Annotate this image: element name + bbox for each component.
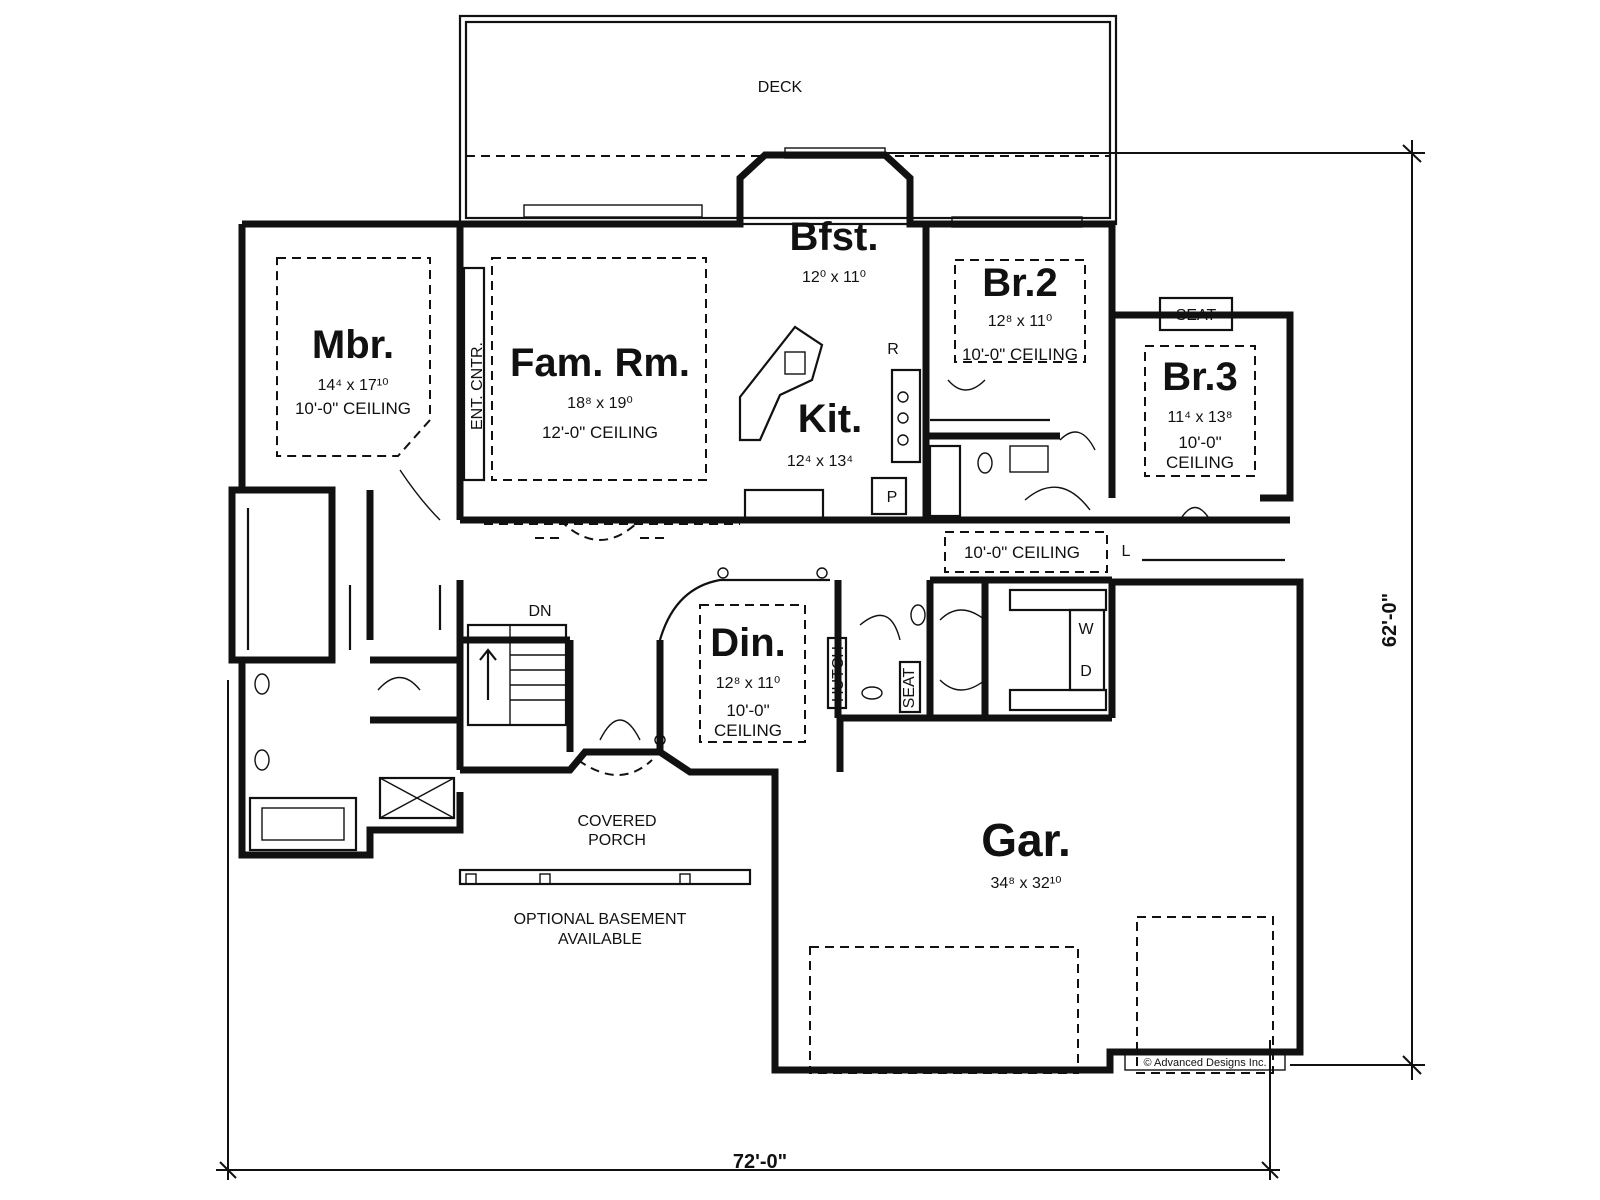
br3-name: Br.3 (1162, 355, 1238, 399)
gar-size: 34⁸ x 32¹⁰ (991, 875, 1062, 892)
din-ceiling-line1: 10'-0" (726, 701, 769, 720)
deck: DECK (458, 14, 1118, 226)
br2-size: 12⁸ x 11⁰ (988, 313, 1052, 330)
kit-size: 12⁴ x 13⁴ (787, 453, 853, 470)
br2-ceiling: 10'-0" CEILING (962, 345, 1078, 364)
porch-line2: PORCH (588, 832, 646, 849)
kit-name: Kit. (798, 397, 862, 441)
bfst-name: Bfst. (790, 215, 879, 259)
ceiling-outlines (276, 257, 1274, 1074)
deck-label: DECK (758, 79, 803, 96)
ent-cntr-label: ENT. CNTR. (469, 342, 486, 430)
porch-line1: COVERED (577, 813, 656, 830)
gar-name: Gar. (981, 814, 1071, 866)
br3-size: 11⁴ x 13⁸ (1168, 409, 1233, 426)
hall-ceiling: 10'-0" CEILING (964, 543, 1080, 562)
din-size: 12⁸ x 11⁰ (716, 675, 780, 692)
depth-dimension: 62'-0" (1379, 593, 1401, 647)
washer-label: W (1078, 621, 1094, 638)
mbr-size: 14⁴ x 17¹⁰ (317, 377, 388, 394)
refrigerator-label: R (887, 341, 899, 358)
dryer-label: D (1080, 663, 1092, 680)
mbr-ceiling: 10'-0" CEILING (295, 399, 411, 418)
fixtures (246, 147, 1286, 1071)
din-ceiling-line2: CEILING (714, 721, 782, 740)
basement-note-line2: AVAILABLE (558, 931, 642, 948)
dimension-lines (216, 140, 1425, 1180)
basement-note-line1: OPTIONAL BASEMENT (514, 911, 687, 928)
dimension-labels: 72'-0" 62'-0" (733, 593, 1401, 1173)
fixture-labels: ENT. CNTR. HUTCH SEAT SEAT DN R P W D L (469, 307, 1217, 708)
width-dimension: 72'-0" (733, 1151, 787, 1173)
copyright-note: © Advanced Designs Inc. (1143, 1057, 1266, 1069)
din-name: Din. (710, 621, 786, 665)
br3-ceiling-line2: CEILING (1166, 453, 1234, 472)
seat-mud-label: SEAT (901, 667, 918, 708)
exterior-walls (228, 151, 1304, 1074)
notes: OPTIONAL BASEMENT AVAILABLE © Advanced D… (514, 911, 1267, 1069)
pantry-label: P (887, 489, 898, 506)
room-labels: Mbr. 14⁴ x 17¹⁰ 10'-0" CEILING Fam. Rm. … (295, 215, 1238, 892)
fam-size: 18⁸ x 19⁰ (567, 395, 633, 412)
fam-name: Fam. Rm. (510, 341, 690, 385)
br3-ceiling-line1: 10'-0" (1178, 433, 1221, 452)
dn-label: DN (528, 603, 551, 620)
door-swings (377, 379, 1211, 741)
hutch-label: HUTCH (830, 646, 847, 702)
bfst-size: 12⁰ x 11⁰ (802, 269, 866, 286)
seat-br3-label: SEAT (1176, 307, 1217, 324)
fam-ceiling: 12'-0" CEILING (542, 423, 658, 442)
br2-name: Br.2 (982, 261, 1058, 305)
mbr-name: Mbr. (312, 323, 394, 367)
linen-label: L (1122, 543, 1131, 560)
